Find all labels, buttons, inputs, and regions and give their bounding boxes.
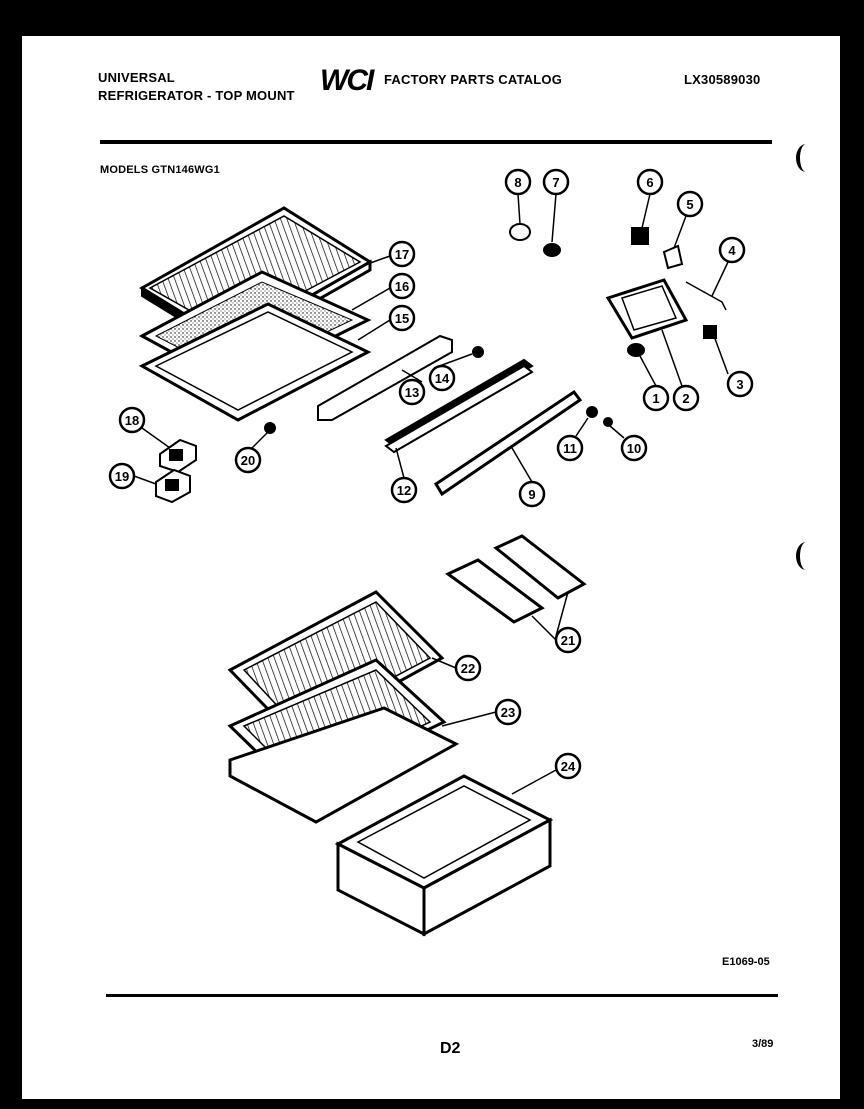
callout-19: 19 [108, 462, 136, 490]
callout-13-label: 13 [405, 385, 419, 400]
callout-12: 12 [390, 476, 418, 504]
callout-21-label: 21 [561, 633, 575, 648]
callout-11: 11 [556, 434, 584, 462]
header-rule [100, 140, 772, 144]
part-drawings [138, 206, 727, 937]
callout-12-label: 12 [397, 483, 411, 498]
catalog-date: 3/89 [752, 1038, 774, 1050]
callout-6-label: 6 [646, 175, 653, 190]
binder-marks [796, 144, 806, 570]
part-screw-20 [264, 422, 276, 434]
leader-lines [133, 193, 729, 795]
callout-5: 5 [676, 190, 704, 218]
callout-2-label: 2 [682, 391, 689, 406]
callout-15: 15 [388, 304, 416, 332]
part-knob-7 [543, 243, 561, 257]
catalog-page: UNIVERSAL REFRIGERATOR - TOP MOUNT WCI F… [22, 36, 840, 1099]
callout-16: 16 [388, 272, 416, 300]
callout-13: 13 [398, 378, 426, 406]
parts-diagram: 1 2 3 4 5 6 7 8 9 10 11 12 13 14 15 16 1… [108, 144, 806, 937]
figure-code: E1069-05 [722, 956, 770, 968]
callout-4-label: 4 [728, 243, 736, 258]
part-clip-6 [631, 227, 649, 245]
callout-20-label: 20 [241, 453, 255, 468]
callout-14: 14 [428, 364, 456, 392]
binder-hole-icon [796, 144, 806, 172]
part-nut-14 [472, 346, 484, 358]
callout-7: 7 [542, 168, 570, 196]
callout-5-label: 5 [686, 197, 693, 212]
catalog-code: LX30589030 [684, 72, 761, 87]
part-bulb-1 [627, 343, 645, 357]
callout-17-label: 17 [395, 247, 409, 262]
callout-23-label: 23 [501, 705, 515, 720]
binder-hole-icon [796, 542, 806, 570]
callout-22-label: 22 [461, 661, 475, 676]
footer-rule [106, 994, 778, 997]
callout-21: 21 [554, 626, 582, 654]
part-housing-2 [605, 278, 689, 340]
callout-18-label: 18 [125, 413, 139, 428]
callout-3-label: 3 [736, 377, 743, 392]
product-subtitle: REFRIGERATOR - TOP MOUNT [98, 88, 295, 103]
callout-8-label: 8 [514, 175, 521, 190]
callout-18: 18 [118, 406, 146, 434]
callout-1: 1 [642, 384, 670, 412]
part-frame-15 [138, 302, 372, 422]
model-number: MODELS GTN146WG1 [100, 164, 220, 176]
callout-2: 2 [672, 384, 700, 412]
callout-23: 23 [494, 698, 522, 726]
callout-14-label: 14 [435, 371, 450, 386]
callout-1-label: 1 [652, 391, 659, 406]
callout-7-label: 7 [552, 175, 559, 190]
page-number: D2 [440, 1040, 461, 1057]
callout-3: 3 [726, 370, 754, 398]
part-crisper-24 [334, 774, 554, 937]
callout-10: 10 [620, 434, 648, 462]
brand-name: UNIVERSAL [98, 70, 175, 85]
callout-24: 24 [554, 752, 582, 780]
part-screw-10 [603, 417, 613, 427]
part-egg-trays-21 [445, 534, 587, 624]
callout-6: 6 [636, 168, 664, 196]
part-shelf-frame [228, 706, 460, 824]
callout-8: 8 [504, 168, 532, 196]
part-wire-4 [685, 281, 727, 311]
callout-11-label: 11 [563, 441, 577, 456]
callout-16-label: 16 [395, 279, 409, 294]
callout-22: 22 [454, 654, 482, 682]
part-rail-13 [317, 334, 453, 421]
catalog-title: FACTORY PARTS CATALOG [384, 72, 563, 87]
callout-4: 4 [718, 236, 746, 264]
part-knob-8 [509, 223, 531, 241]
callout-9-label: 9 [528, 487, 535, 502]
part-clip-5 [662, 244, 684, 270]
part-screw-11 [586, 406, 598, 418]
part-rail-9 [433, 389, 583, 497]
callout-24-label: 24 [561, 759, 576, 774]
part-bracket-19 [155, 468, 191, 504]
callout-9: 9 [518, 480, 546, 508]
part-rail-12 [384, 358, 534, 454]
callout-17: 17 [388, 240, 416, 268]
callout-15-label: 15 [395, 311, 409, 326]
wci-logo: WCI [320, 64, 374, 97]
callout-19-label: 19 [115, 469, 129, 484]
part-socket-3 [703, 325, 717, 339]
callout-10-label: 10 [627, 441, 641, 456]
callout-20: 20 [234, 446, 262, 474]
callouts: 1 2 3 4 5 6 7 8 9 10 11 12 13 14 15 16 1… [108, 168, 754, 780]
